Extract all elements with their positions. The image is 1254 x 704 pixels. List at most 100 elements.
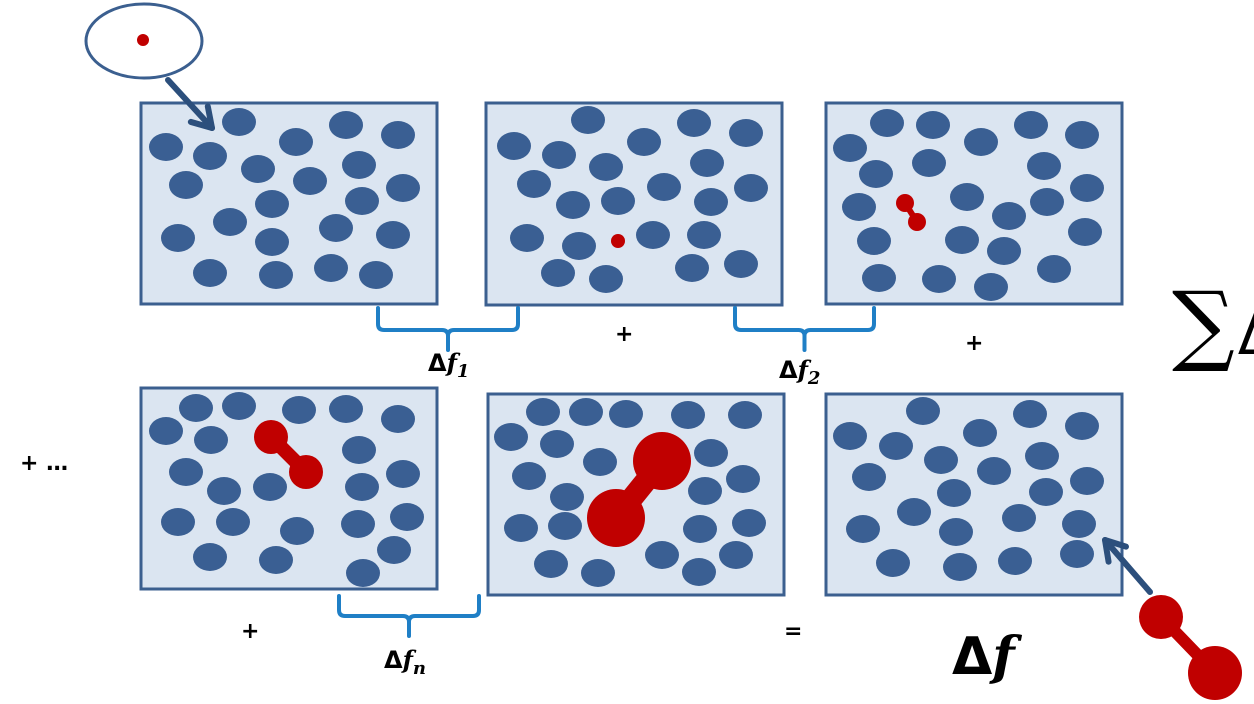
solvent-particle	[279, 128, 313, 156]
label-delta-f-total: Δf	[952, 626, 1015, 687]
solvent-particle	[998, 547, 1032, 575]
solvent-particle	[939, 518, 973, 546]
solvent-particle	[974, 273, 1008, 301]
solvent-particle	[1013, 400, 1047, 428]
solvent-particle	[916, 111, 950, 139]
solvent-particle	[859, 160, 893, 188]
solvent-particle	[329, 395, 363, 423]
solvent-particle	[583, 448, 617, 476]
solvent-particle	[345, 473, 379, 501]
solvent-particle	[341, 510, 375, 538]
label-delta-f2: Δf2	[779, 355, 821, 389]
plus-sign-2: +	[965, 331, 984, 356]
solvent-particle	[950, 183, 984, 211]
plus-ellipsis: + …	[20, 451, 69, 476]
brace-icon	[376, 306, 520, 352]
solvent-particle	[161, 224, 195, 252]
solvent-particle	[694, 439, 728, 467]
solvent-particle	[319, 214, 353, 242]
solvent-particle	[1037, 255, 1071, 283]
solvent-particle	[504, 514, 538, 542]
brace-icon	[733, 306, 876, 352]
solvent-particle	[987, 237, 1021, 265]
solvent-particle	[179, 394, 213, 422]
solvent-particle	[857, 227, 891, 255]
solvent-particle	[897, 498, 931, 526]
solvent-particle	[879, 432, 913, 460]
solvent-particle	[161, 508, 195, 536]
solvent-particle	[671, 401, 705, 429]
solvent-particle	[517, 170, 551, 198]
solvent-particle	[193, 259, 227, 287]
plus-sign-1: +	[615, 322, 634, 347]
solvent-particle	[280, 517, 314, 545]
solvent-particle	[241, 155, 275, 183]
solvent-particle	[569, 398, 603, 426]
solvent-particle	[977, 457, 1011, 485]
solvent-particle	[589, 153, 623, 181]
solvent-particle	[688, 477, 722, 505]
solute-dot	[611, 234, 625, 248]
solvent-particle	[540, 430, 574, 458]
solvent-particle	[169, 171, 203, 199]
solute-small-atom	[908, 213, 926, 231]
solvent-particle	[862, 264, 896, 292]
solvent-particle	[1029, 478, 1063, 506]
solvent-particle	[912, 149, 946, 177]
label-delta-f1: Δf1	[428, 348, 470, 382]
solvent-particle	[682, 558, 716, 586]
solvent-particle	[964, 128, 998, 156]
solvent-particle	[255, 228, 289, 256]
solvent-particle	[846, 515, 880, 543]
solvent-particle	[724, 250, 758, 278]
solvent-particle	[542, 141, 576, 169]
solvent-particle	[601, 187, 635, 215]
solvent-particle	[694, 188, 728, 216]
solvent-particle	[728, 401, 762, 429]
plus-sign-3: +	[241, 619, 260, 644]
solvent-particle	[222, 392, 256, 420]
solvent-particle	[683, 515, 717, 543]
insert-arrow-icon-head	[1102, 537, 1129, 565]
solvent-particle	[207, 477, 241, 505]
solvent-particle	[1027, 152, 1061, 180]
solvent-particle	[876, 549, 910, 577]
solvent-particle	[922, 265, 956, 293]
solvent-particle	[937, 479, 971, 507]
solvent-particle	[282, 396, 316, 424]
solvent-particle	[647, 173, 681, 201]
solvent-particle	[1025, 442, 1059, 470]
solute-large-atom	[587, 489, 645, 547]
solvent-particle	[1030, 188, 1064, 216]
solvent-particle	[194, 426, 228, 454]
solvent-particle	[645, 541, 679, 569]
solvent-particle	[1060, 540, 1094, 568]
solvent-particle	[627, 128, 661, 156]
solvent-particle	[222, 108, 256, 136]
solvent-particle	[945, 226, 979, 254]
solvent-particle	[541, 259, 575, 287]
solvent-particle	[381, 405, 415, 433]
solvent-particle	[687, 221, 721, 249]
solvent-particle	[346, 559, 380, 587]
solvent-particle	[581, 559, 615, 587]
solvent-particle	[943, 553, 977, 581]
solute-medium-atom	[289, 455, 323, 489]
solvent-particle	[732, 509, 766, 537]
solvent-particle	[253, 473, 287, 501]
solvent-particle	[149, 417, 183, 445]
insert-arrow-icon	[165, 77, 215, 131]
solvent-particle	[329, 111, 363, 139]
solvent-particle	[1065, 412, 1099, 440]
solvent-particle	[636, 221, 670, 249]
label-delta-fn: Δfn	[384, 645, 426, 679]
solute-small-atom	[896, 194, 914, 212]
solvent-particle	[690, 149, 724, 177]
solvent-particle	[571, 106, 605, 134]
solvent-particle	[1065, 121, 1099, 149]
dumbbell-molecule-icon-atom	[1139, 595, 1183, 639]
solvent-particle	[314, 254, 348, 282]
insert-arrow-icon-head	[187, 103, 215, 131]
solvent-particle	[293, 167, 327, 195]
